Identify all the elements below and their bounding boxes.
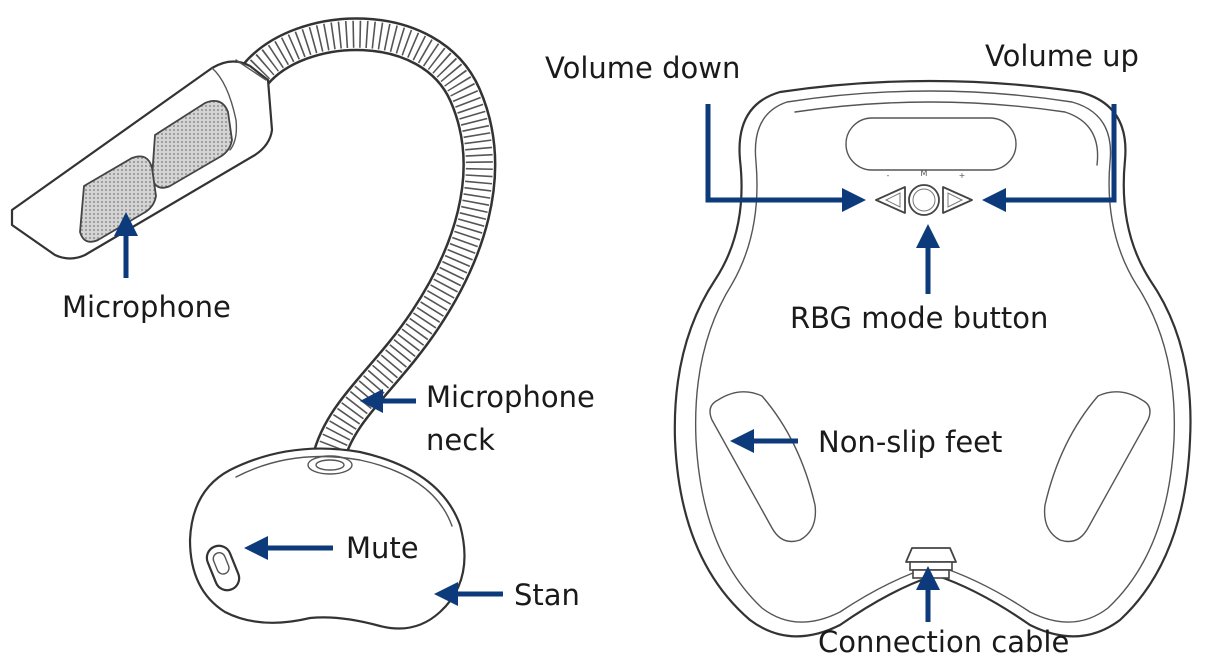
volume-down-button — [875, 186, 906, 214]
arrow-stand — [434, 582, 503, 606]
arrow-mute — [244, 536, 333, 560]
callout-arrows — [114, 104, 1117, 622]
label-microphone-neck-line2: neck — [426, 423, 495, 457]
microphone-grille-upper — [151, 100, 233, 189]
light-window — [845, 117, 1017, 171]
arrow-non-slip-feet — [730, 429, 798, 453]
arrow-volume-down — [705, 104, 866, 212]
mode-mark: M — [921, 169, 928, 178]
label-connection-cable: Connection cable — [818, 625, 1069, 659]
microphone-neck-tube — [238, 17, 497, 477]
arrow-connection-cable — [916, 566, 940, 622]
microphone-head — [10, 59, 274, 260]
arrow-microphone — [114, 212, 138, 278]
label-mute: Mute — [346, 531, 419, 565]
arrow-volume-up — [982, 104, 1117, 212]
arrow-rgb-mode — [916, 224, 940, 294]
microphone-base-top-view: - M + — [673, 79, 1192, 638]
microphone-stand-base — [188, 447, 466, 630]
microphone-side-view — [10, 17, 497, 630]
rgb-mode-button — [908, 184, 940, 216]
label-non-slip-feet: Non-slip feet — [818, 425, 1002, 459]
label-rgb-mode-button: RBG mode button — [790, 301, 1048, 335]
plus-mark: + — [959, 171, 966, 180]
arrow-microphone-neck — [360, 389, 416, 413]
mute-switch — [205, 544, 241, 592]
minus-mark: - — [887, 171, 890, 180]
microphone-grille-lower — [79, 155, 157, 243]
non-slip-foot-right — [1043, 391, 1151, 543]
callout-labels: Microphone Microphone neck Mute Stan Vol… — [62, 39, 1139, 659]
label-volume-up: Volume up — [985, 39, 1139, 73]
label-volume-down: Volume down — [545, 51, 740, 85]
volume-up-button — [942, 186, 973, 214]
label-stand: Stan — [514, 578, 580, 612]
non-slip-foot-left — [709, 391, 817, 543]
label-microphone: Microphone — [62, 290, 231, 324]
label-microphone-neck-line1: Microphone — [426, 380, 595, 414]
